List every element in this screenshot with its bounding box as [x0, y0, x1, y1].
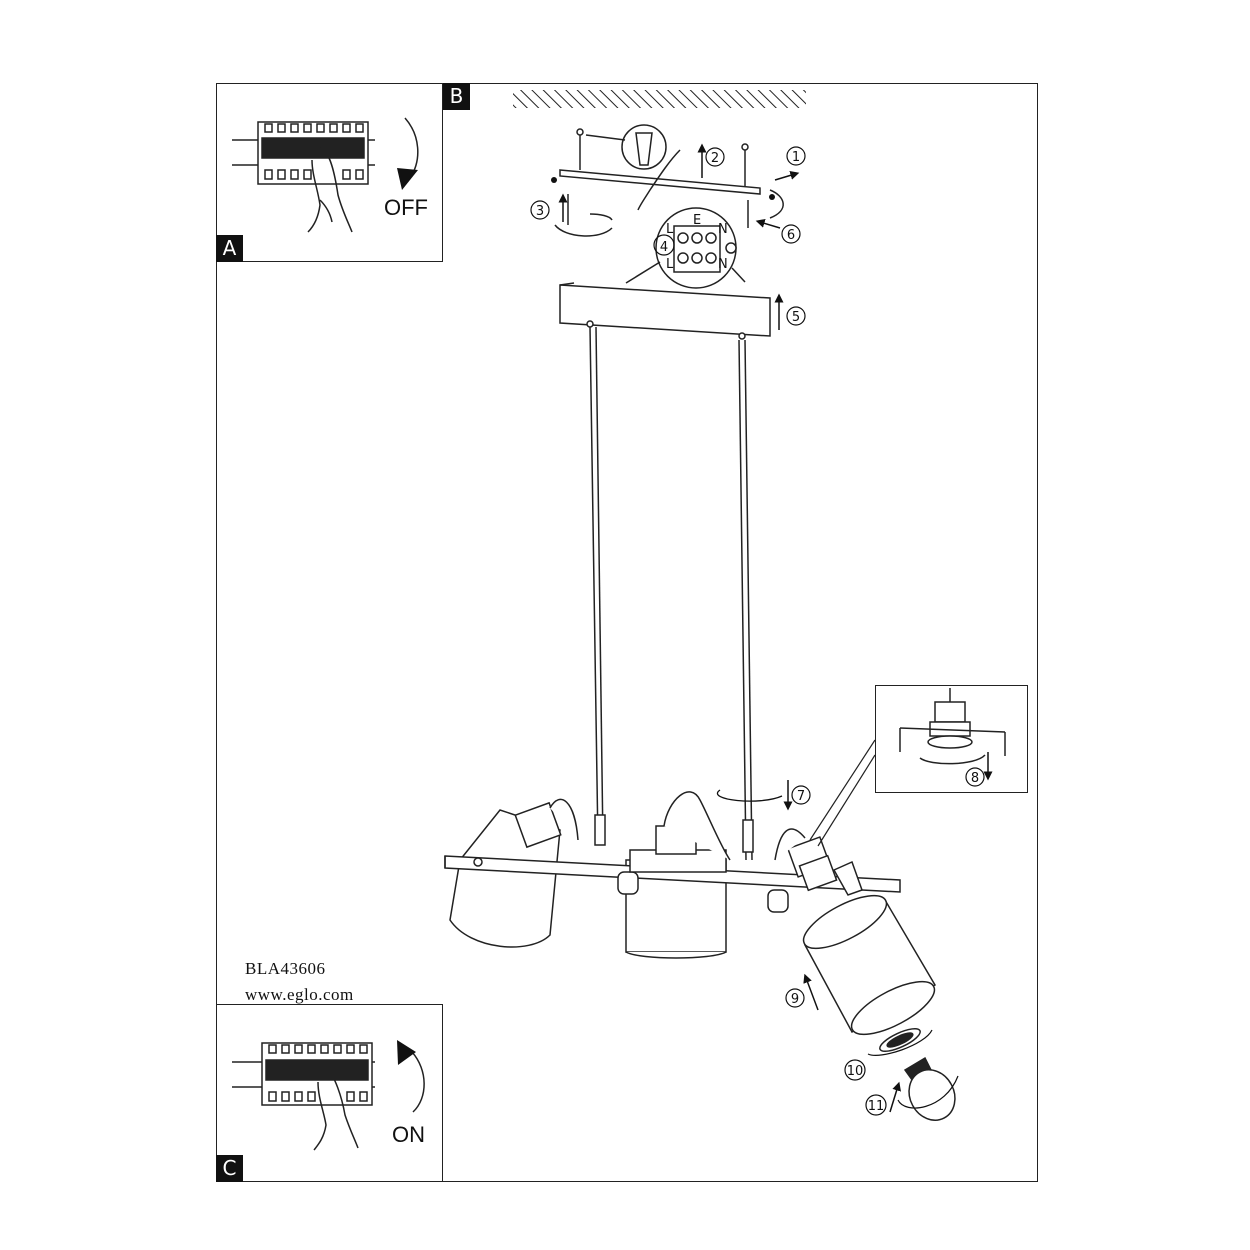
step-6: 6: [787, 228, 795, 243]
svg-text:L: L: [666, 222, 674, 237]
step-2: 2: [711, 151, 719, 166]
socket-detail: [899, 688, 1006, 765]
step-1: 1: [792, 150, 800, 165]
ceiling-hatch: [513, 90, 806, 108]
step-5: 5: [792, 310, 800, 325]
canopy: [559, 282, 771, 340]
suspension-wires: [589, 326, 754, 861]
breaker-icon-off: [232, 117, 419, 233]
bulb-icon: [903, 1056, 956, 1121]
step-9: 9: [791, 992, 799, 1007]
detail-leader-lines: [809, 739, 876, 847]
model-website: www.eglo.com: [245, 985, 354, 1004]
model-info: BLA43606 www.eglo.com: [245, 956, 354, 1008]
off-label: OFF: [384, 195, 428, 220]
step-10: 10: [847, 1064, 864, 1079]
arrow-up-icon: [397, 1040, 416, 1065]
breaker-icon-on: [232, 1042, 425, 1151]
page-frame: [216, 83, 1038, 1182]
step-markers: [530, 146, 985, 1116]
terminal-labels: L E N L N: [666, 213, 728, 272]
mounting-bracket: [554, 124, 784, 237]
panel-b-tag: B: [443, 83, 470, 110]
ring-detail: [879, 1027, 921, 1053]
terminal-block: [625, 207, 746, 289]
arrow-down-icon: [397, 168, 418, 190]
svg-text:N: N: [718, 222, 728, 237]
svg-text:N: N: [718, 257, 728, 272]
step-7: 7: [797, 789, 805, 804]
lamp-bar: [444, 791, 901, 959]
model-code: BLA43606: [245, 959, 326, 978]
step-8: 8: [971, 771, 979, 786]
on-label: ON: [392, 1122, 425, 1147]
svg-text:L: L: [666, 257, 674, 272]
svg-text:E: E: [693, 213, 701, 228]
step-4: 4: [660, 240, 668, 255]
shade-detail: [802, 894, 937, 1036]
panel-c-tag: C: [216, 1155, 243, 1182]
step-3: 3: [536, 204, 544, 219]
panel-a-tag: A: [216, 235, 243, 262]
step-11: 11: [868, 1099, 885, 1114]
